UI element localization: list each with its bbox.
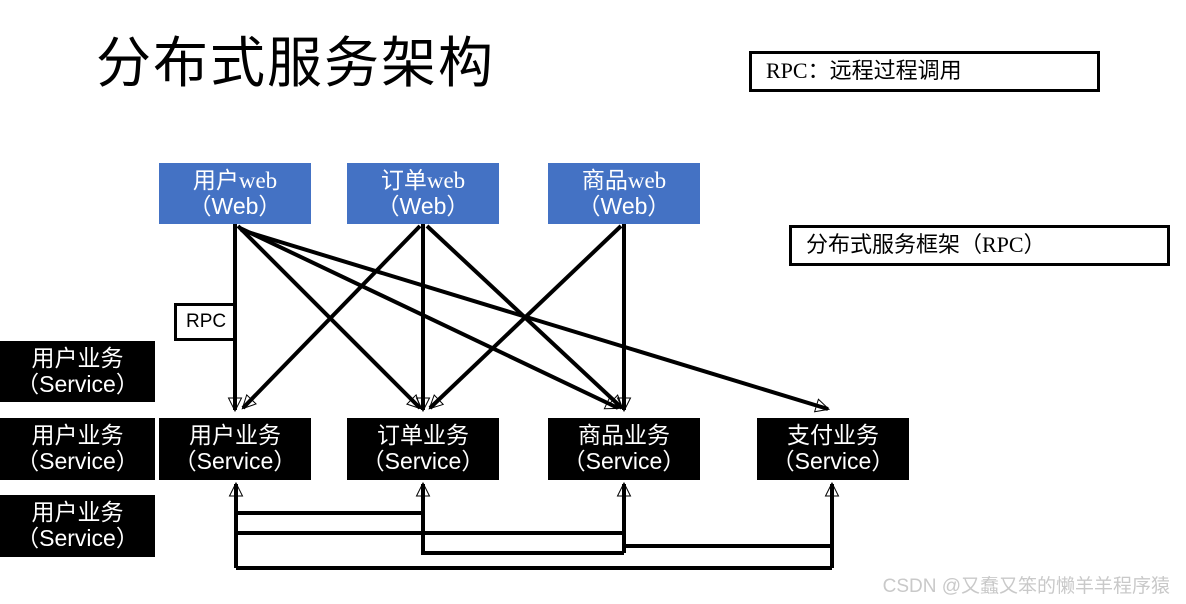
left-stack-item-2[interactable]: 用户业务 （Service）: [0, 418, 155, 480]
left-stack-item-3-line2: （Service）: [16, 525, 139, 551]
service-mesh-arrowheads: [228, 481, 840, 546]
rail-order-to-product: [421, 513, 624, 555]
csdn-watermark: CSDN @又蠢又笨的懒羊羊程序猿: [882, 576, 1170, 597]
rpc-edge-tag: RPC: [174, 303, 236, 341]
page-title: 分布式服务架构: [96, 33, 496, 94]
service-node-order-line2: （Service）: [361, 448, 485, 474]
legend-framework-box: 分布式服务框架（RPC）: [789, 225, 1170, 266]
service-node-pay-line1: 支付业务: [787, 423, 879, 449]
web-node-user-line1: 用户web: [192, 167, 278, 193]
left-stack-item-1-line1: 用户业务: [31, 345, 124, 371]
left-stack-item-1[interactable]: 用户业务 （Service）: [0, 341, 155, 402]
left-stack-item-3[interactable]: 用户业务 （Service）: [0, 495, 155, 557]
web-node-product-line2: （Web）: [577, 192, 671, 219]
web-to-service-edges: [227, 224, 831, 413]
web-node-user-line2: （Web）: [188, 192, 282, 219]
edge-productweb-to-orderservice: [428, 224, 623, 410]
service-node-pay[interactable]: 支付业务 （Service）: [757, 418, 909, 480]
edge-userweb-to-productservice: [239, 226, 620, 410]
service-mesh-edges: [234, 495, 834, 570]
rpc-edge-tag-text: RPC: [186, 311, 227, 333]
legend-framework-text: 分布式服务框架（RPC）: [806, 232, 1046, 258]
service-node-product-line2: （Service）: [562, 448, 686, 474]
web-node-order-line2: （Web）: [376, 192, 470, 219]
legend-rpc-definition-text: RPC：远程过程调用: [766, 58, 962, 84]
service-node-product[interactable]: 商品业务 （Service）: [548, 418, 700, 480]
edge-userweb-to-orderservice: [236, 224, 422, 410]
left-stack-item-2-line2: （Service）: [16, 448, 139, 474]
service-node-user[interactable]: 用户业务 （Service）: [159, 418, 311, 480]
left-stack-item-3-line1: 用户业务: [31, 500, 124, 526]
left-stack-item-2-line1: 用户业务: [31, 423, 124, 449]
edge-userweb-to-payservice: [240, 228, 831, 413]
legend-rpc-definition-box: RPC：远程过程调用: [749, 51, 1100, 92]
left-stack-item-1-line2: （Service）: [16, 370, 139, 397]
web-node-product-line1: 商品web: [581, 167, 667, 193]
web-node-order[interactable]: 订单web （Web）: [347, 163, 499, 224]
web-node-product[interactable]: 商品web （Web）: [548, 163, 700, 224]
edge-orderweb-to-userservice: [241, 224, 422, 410]
service-node-product-line1: 商品业务: [578, 423, 670, 449]
service-node-user-line2: （Service）: [173, 448, 297, 474]
web-node-user[interactable]: 用户web （Web）: [159, 163, 311, 224]
web-node-order-line1: 订单web: [380, 167, 466, 193]
edge-orderweb-to-productservice: [425, 224, 624, 410]
service-node-order[interactable]: 订单业务 （Service）: [347, 418, 499, 480]
service-node-user-line1: 用户业务: [189, 423, 281, 449]
service-node-pay-line2: （Service）: [771, 448, 895, 474]
service-node-order-line1: 订单业务: [377, 423, 469, 449]
